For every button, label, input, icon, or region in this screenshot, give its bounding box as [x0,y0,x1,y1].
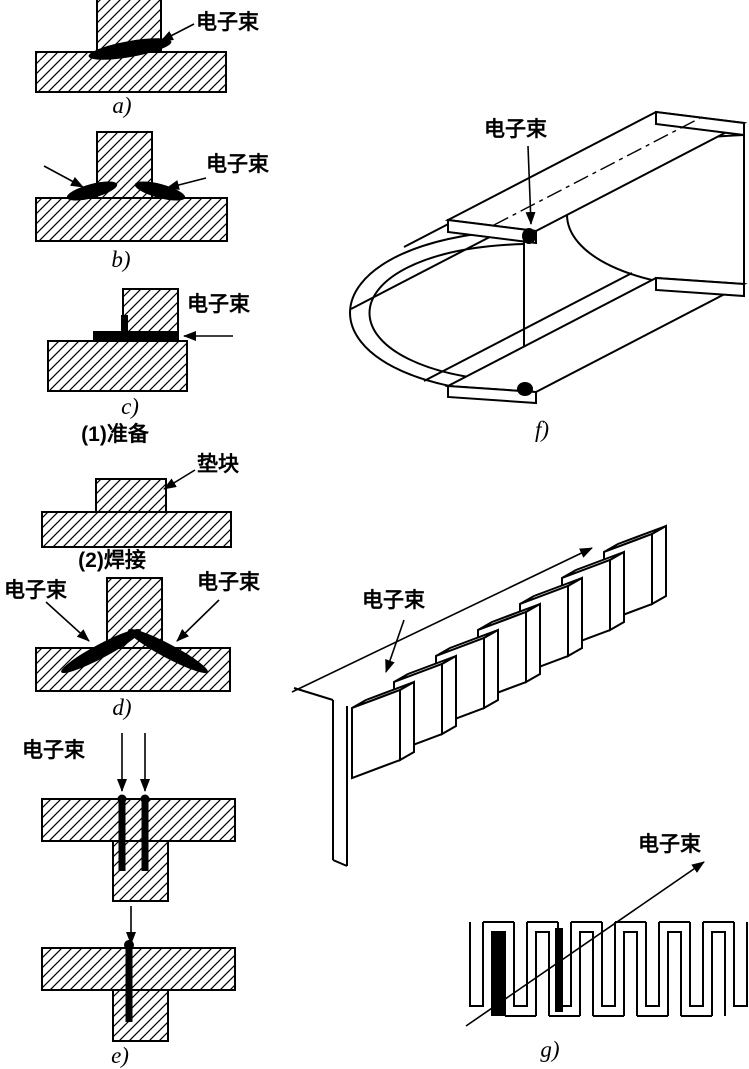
fig-g-beam-path-arrow [291,547,593,693]
fig-f-bottom-plate-face [444,276,748,394]
comb-bottom-finger-4 [623,931,638,1016]
fig-a: 电子束 a) [35,0,260,118]
comb-beam-arrow [465,861,705,1027]
fig-b-weld-right [134,181,186,201]
comb-top-finger-6 [689,922,704,1007]
fig-g-2d: 电子束 g) [465,832,748,1062]
fig-c: 电子束 c) (1)准备 [47,288,251,446]
fig-c-caption: c) [121,394,139,419]
fig-c-weld-seam [93,331,179,341]
fig-e-weld-1 [118,799,126,871]
fig-d-weld-right [128,628,208,674]
fig-e-weld-3 [125,948,133,1022]
fig-d-beam-label-right: 电子束 [197,570,261,594]
comb-top-finger-5 [645,922,660,1007]
fig-e-caption: e) [111,1043,129,1068]
comb-top-finger-4 [601,922,616,1007]
step2-label: (2)焊接 [78,548,146,572]
fig-c-weld-root [121,315,128,333]
pad-pointer-arrow [163,469,196,490]
fig-a-plate [35,51,227,93]
pad-label: 垫块 [197,452,240,476]
fig-f-bottom-plate-edge [447,384,537,405]
fig-a-beam-label: 电子束 [196,10,260,34]
fig-e-rib-bottom [112,989,169,1042]
fig-g-beam-label-3d: 电子束 [362,588,426,612]
fig-f-shell-outer-arc [349,229,525,395]
fig-g-3d: 电子束 [291,524,667,867]
fig-f-beam-arrow [525,145,536,225]
fig-b-caption: b) [111,247,130,272]
comb-top-finger-1 [469,922,484,1007]
fig-f: 电子束 f) [349,110,748,442]
fig-d: 电子束 电子束 d) [4,570,261,720]
fig-g-caption: g) [540,1037,559,1062]
comb-bottom-finger-5 [667,931,682,1016]
fig-b-beam-arrow-left [43,165,84,188]
fig-a-beam-arrow [160,23,195,42]
fig-f-centerline [493,116,703,226]
fig-pad: 垫块 (2)焊接 [41,452,240,572]
pad-plate [41,511,232,548]
fig-b: 电子束 b) [35,131,270,272]
fig-e: 电子束 e) [22,733,236,1068]
fig-b-plate [35,197,228,242]
comb-bottom-finger-2 [535,931,550,1016]
comb-bottom-finger-3 [579,931,594,1016]
comb-weld-seam [555,928,563,1012]
fig-g-base-bottom-edge [332,859,348,867]
fig-e-weld-2 [141,799,149,871]
fig-c-plate [47,340,188,392]
fig-d-beam-arrow-left [45,601,90,642]
fig-b-weld-left [66,181,118,201]
comb-top-finger-7 [733,922,748,1007]
fig-d-beam-label-left: 电子束 [4,578,68,602]
fig-g-beam-pointer-arrow [385,619,405,673]
fig-e-weld-cap-3 [124,940,134,950]
fig-d-weld-left [61,628,141,674]
fig-e-plate-top [41,798,236,842]
fig-b-beam-label: 电子束 [206,152,270,176]
fig-a-weld-bead [88,38,172,60]
fig-g-beam-label-2d: 电子束 [638,832,702,856]
fig-b-beam-arrow-right [166,177,207,190]
fig-e-beam-label: 电子束 [22,738,86,762]
fig-e-plate-bottom [41,947,236,991]
fig-f-shell-inner-arc [368,243,525,383]
comb-top-finger-2 [513,922,528,1007]
fig-d-beam-arrow-right [176,599,220,642]
fig-f-weld-bottom [517,382,533,396]
fig-d-caption: d) [112,695,131,720]
fig-a-caption: a) [112,93,131,118]
fig-f-weld-top [522,228,536,244]
fig-f-caption: f) [535,417,549,442]
fig-f-top-plate-edge [447,218,537,245]
pad-block [95,478,167,513]
fig-f-beam-label: 电子束 [484,117,548,141]
comb-weld-filled [492,932,505,1016]
fig-f-shell-silhouette-lower [423,272,633,382]
fig-f-bottom-plate-end [655,276,745,298]
step1-label: (1)准备 [81,422,150,446]
fig-g-base-top-edge [293,687,334,701]
fig-g-fin-1 [351,680,415,780]
fig-f-top-plate-end [655,110,745,137]
fig-c-beam-label: 电子束 [187,292,251,316]
comb-bottom-finger-6 [711,931,726,1016]
